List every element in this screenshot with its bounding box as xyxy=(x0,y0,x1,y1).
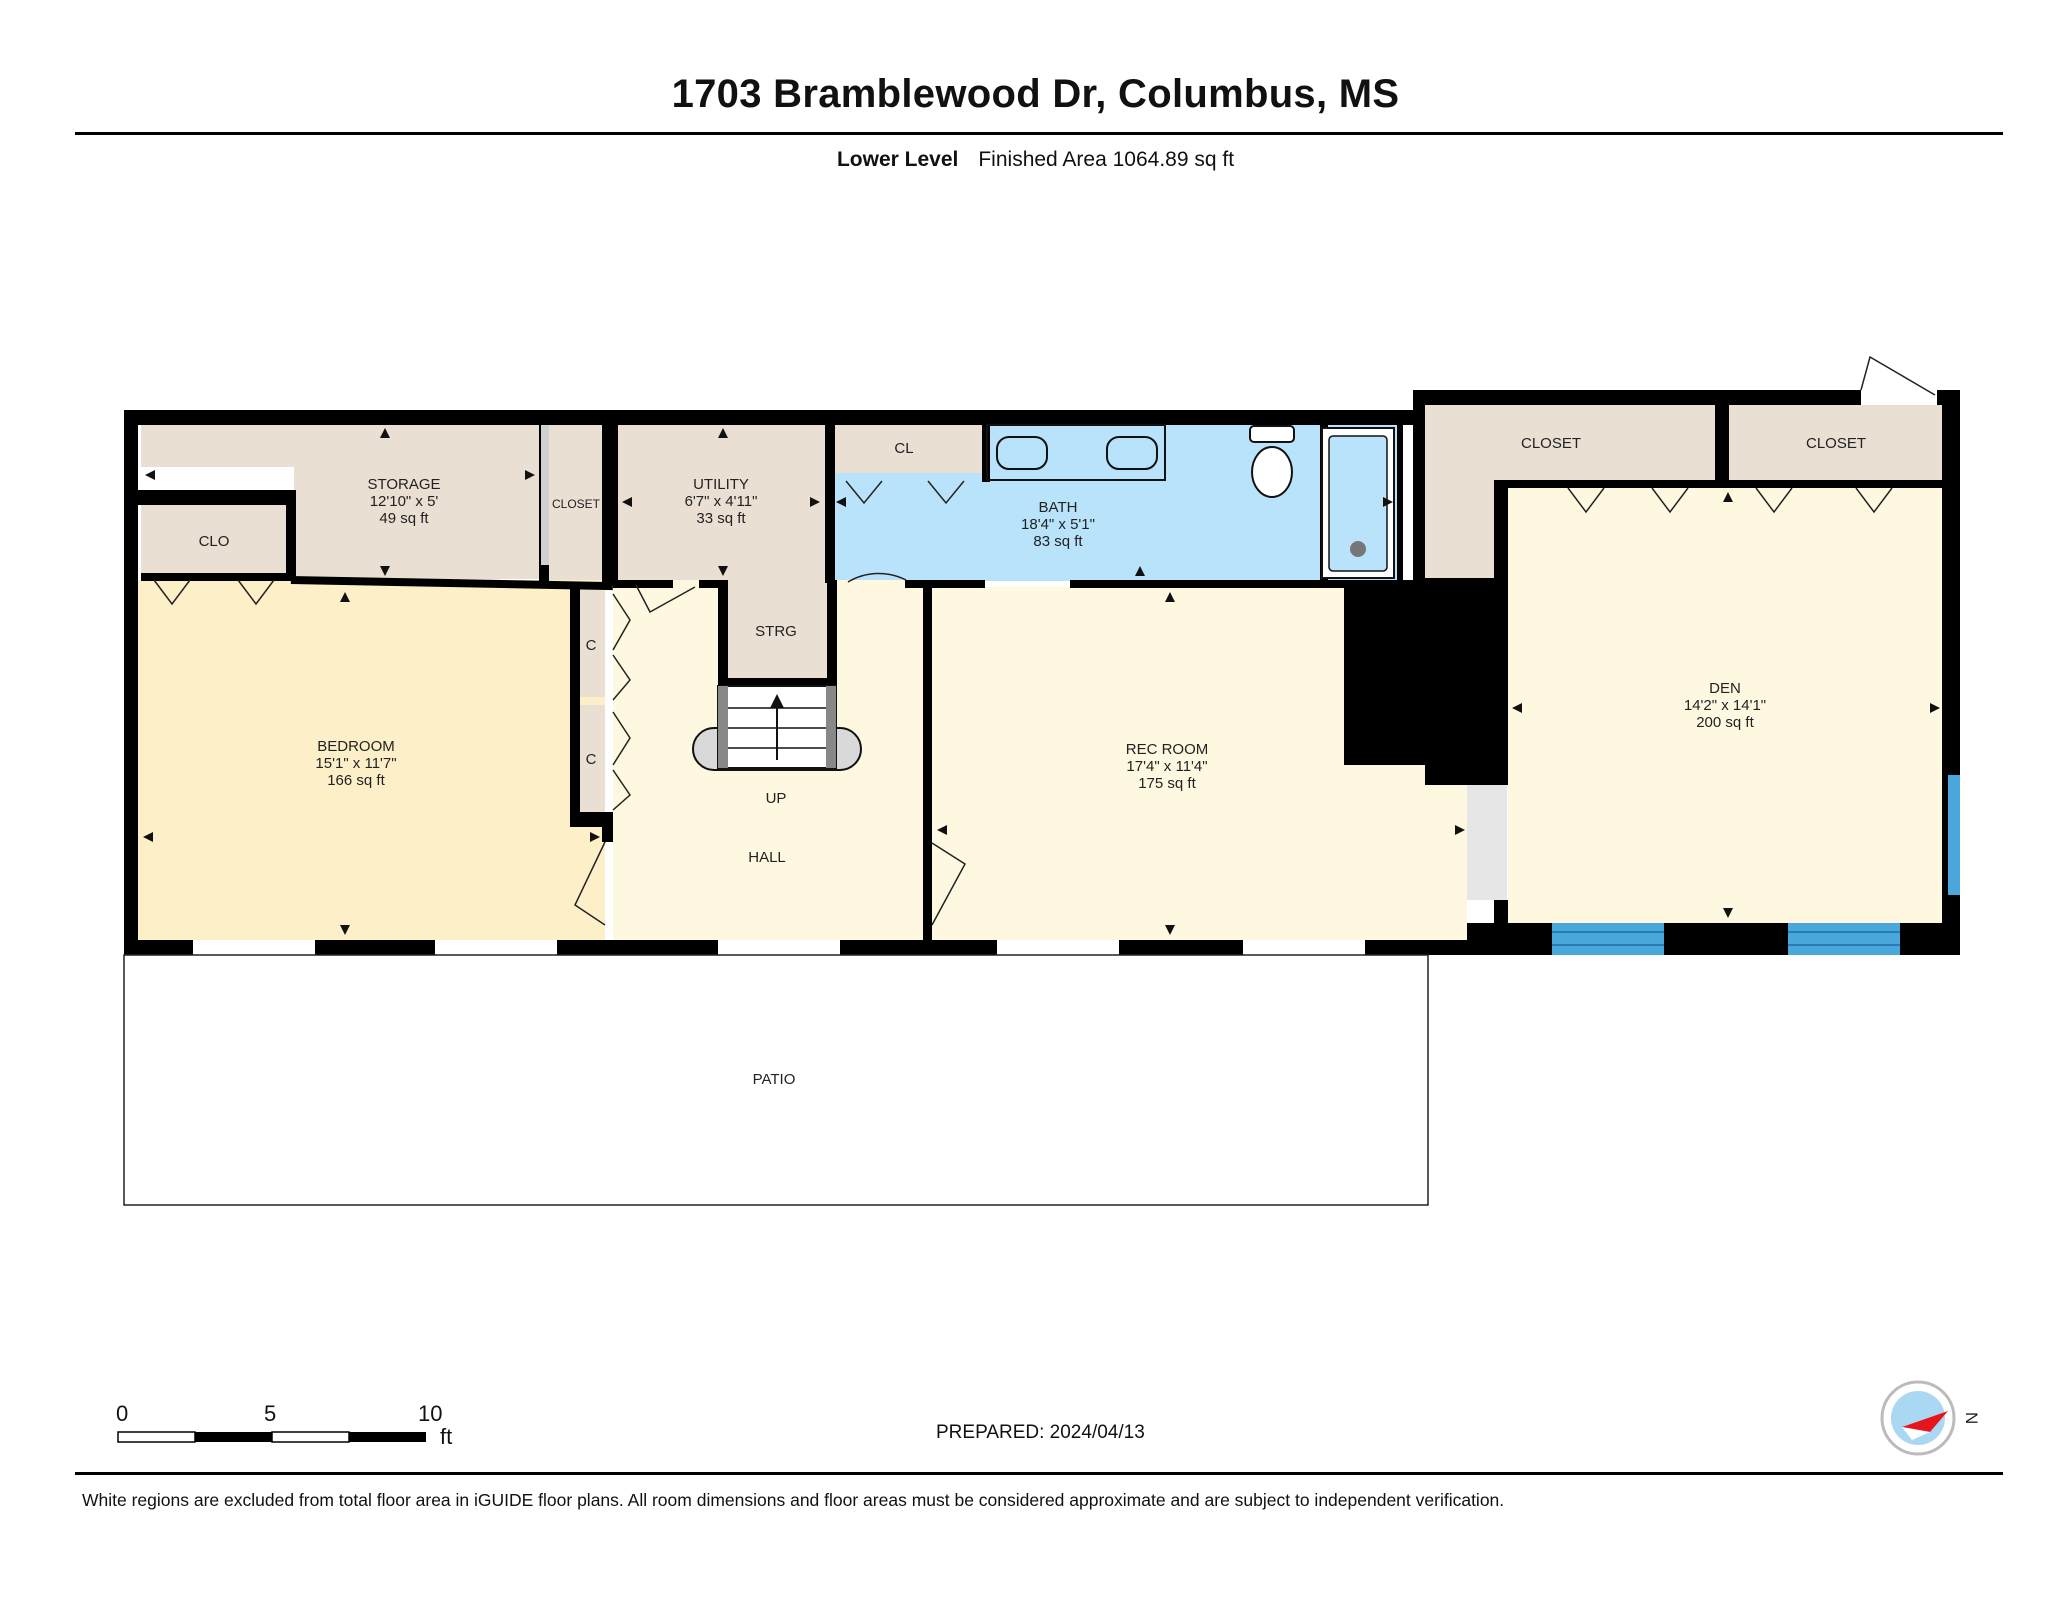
closet-right-name: CLOSET xyxy=(1806,435,1866,452)
c1-name: C xyxy=(586,637,597,654)
level-name: Lower Level xyxy=(836,148,959,171)
compass-icon xyxy=(1880,1380,1956,1456)
c2-name: C xyxy=(586,751,597,768)
storage-area: 49 sq ft xyxy=(379,510,429,527)
dimension-markers xyxy=(143,428,1940,935)
hall-name: HALL xyxy=(748,849,786,866)
scale-label-10: 10 xyxy=(418,1401,443,1426)
windows xyxy=(1552,775,1960,955)
rec-room-name: REC ROOM xyxy=(1126,741,1209,758)
clo-name: CLO xyxy=(199,533,230,550)
clo-floor xyxy=(141,505,286,573)
footer-divider xyxy=(75,1472,2003,1475)
stairs-label: UP xyxy=(766,790,787,807)
bedroom-name: BEDROOM xyxy=(317,738,395,755)
storage-floor xyxy=(141,425,539,467)
rec-room-floor-east xyxy=(1347,765,1467,940)
utility-name: UTILITY xyxy=(693,476,749,493)
bedroom-area: 166 sq ft xyxy=(327,772,385,789)
cl-name: CL xyxy=(894,440,913,457)
den-floor xyxy=(1508,488,1942,923)
rec-room-area: 175 sq ft xyxy=(1138,775,1196,792)
compass-north-label: N xyxy=(1962,1412,1981,1424)
utility-area: 33 sq ft xyxy=(696,510,746,527)
utility-dims: 6'7" x 4'11" xyxy=(685,493,758,510)
arrow-up-icon xyxy=(770,694,784,708)
opening-floor xyxy=(1467,785,1507,900)
closet-small-floor xyxy=(549,425,602,580)
cl-floor xyxy=(832,425,982,473)
toilet-tank-icon xyxy=(1249,425,1295,443)
utility-floor xyxy=(618,425,825,580)
drain-icon xyxy=(1350,541,1366,557)
sink-icon xyxy=(996,436,1048,470)
rec-room-dims: 17'4" x 11'4" xyxy=(1126,758,1207,775)
bedroom-floor xyxy=(138,580,605,940)
storage-name: STORAGE xyxy=(367,476,440,493)
toilet-icon xyxy=(1251,446,1293,498)
den-area: 200 sq ft xyxy=(1696,714,1754,731)
scale-label-5: 5 xyxy=(264,1401,277,1426)
scale-bar xyxy=(117,1431,426,1443)
bath-area: 83 sq ft xyxy=(1033,533,1083,550)
bedroom-dims: 15'1" x 11'7" xyxy=(315,755,396,772)
sink-icon xyxy=(1106,436,1158,470)
closet-small-name: CLOSET xyxy=(552,497,601,511)
patio-name: PATIO xyxy=(753,1071,796,1088)
patio-area xyxy=(123,954,1429,1206)
closet-left-name: CLOSET xyxy=(1521,435,1581,452)
storage-floor-lower xyxy=(294,467,539,579)
window-lines xyxy=(1552,931,1900,946)
staircase xyxy=(692,685,862,771)
vanity xyxy=(986,424,1166,481)
c1-floor xyxy=(578,590,605,697)
storage-dims: 12'10" x 5' xyxy=(370,493,439,510)
bath-floor xyxy=(832,473,1397,581)
scale-unit: ft xyxy=(440,1424,453,1449)
rec-room-floor xyxy=(932,587,1347,940)
header-divider xyxy=(75,132,2003,135)
den-dims: 14'2" x 14'1" xyxy=(1684,697,1766,714)
prepared-date: PREPARED: 2024/04/13 xyxy=(936,1422,1145,1443)
page-title: 1703 Bramblewood Dr, Columbus, MS xyxy=(671,72,1400,116)
strg-floor xyxy=(725,580,830,680)
disclaimer: White regions are excluded from total fl… xyxy=(82,1490,1505,1510)
den-name: DEN xyxy=(1709,680,1741,697)
c2-floor xyxy=(578,705,605,812)
bath-name: BATH xyxy=(1039,499,1078,516)
finished-area: Finished Area 1064.89 sq ft xyxy=(978,148,1235,171)
strg-name: STRG xyxy=(755,623,797,640)
bath-dims: 18'4" x 5'1" xyxy=(1021,516,1095,533)
closet-right-floor xyxy=(1729,405,1942,480)
level-info: Lower Level Finished Area 1064.89 sq ft xyxy=(0,148,2071,172)
scale-label-0: 0 xyxy=(116,1401,129,1426)
